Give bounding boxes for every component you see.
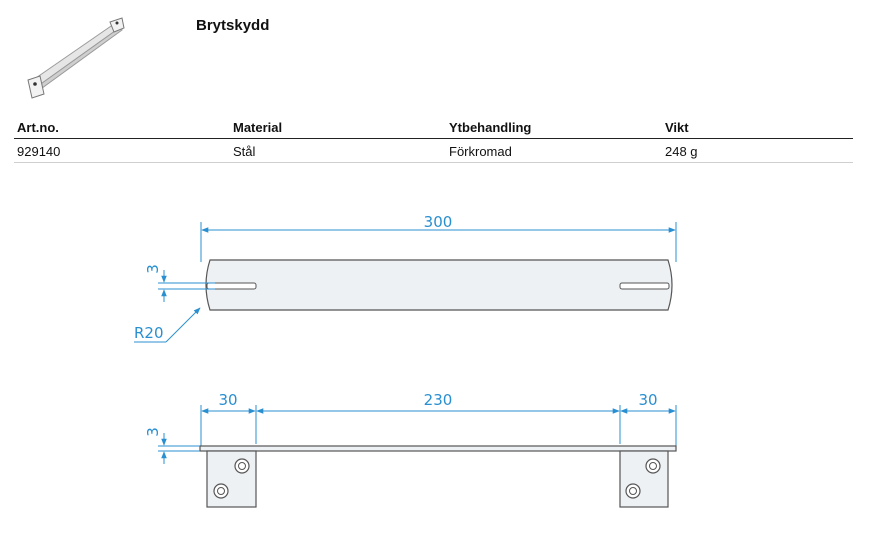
bracket-left: [206, 450, 257, 508]
cell-material: Stål: [230, 138, 446, 163]
dim-thickness-side: 3: [144, 427, 162, 437]
bolt-icon: [625, 483, 641, 499]
top-view: 300 3 R20: [134, 213, 677, 343]
dim-center-span: 230: [424, 391, 453, 409]
dim-left-bracket: 30: [218, 391, 237, 409]
bar-plate-side: [199, 445, 677, 452]
bar-guard-product-icon: [27, 17, 125, 99]
dim-overall-length: 300: [424, 213, 453, 231]
bolt-icon: [645, 458, 661, 474]
dim-radius: R20: [134, 324, 164, 342]
bracket-right: [619, 450, 669, 508]
bolt-icon: [234, 458, 250, 474]
dim-right-bracket: 30: [638, 391, 657, 409]
bar-plate-top: [205, 259, 673, 311]
dim-thickness-top: 3: [144, 264, 162, 274]
header-art-no: Art.no.: [14, 118, 230, 139]
header-surface: Ytbehandling: [446, 118, 662, 139]
header-material: Material: [230, 118, 446, 139]
slot-right: [619, 282, 670, 290]
table-row: 929140 Stål Förkromad 248 g: [14, 138, 853, 163]
cell-art-no: 929140: [14, 138, 230, 163]
table-header-row: Art.no. Material Ytbehandling Vikt: [14, 118, 853, 139]
product-thumbnail: [27, 17, 125, 99]
side-view: 30 230 30 3: [144, 391, 677, 508]
cell-weight: 248 g: [662, 138, 853, 163]
bolt-icon: [213, 483, 229, 499]
slot-left: [206, 282, 257, 290]
product-title: Brytskydd: [196, 17, 270, 34]
header-weight: Vikt: [662, 118, 853, 139]
cell-surface: Förkromad: [446, 138, 662, 163]
spec-table: Art.no. Material Ytbehandling Vikt 92914…: [14, 118, 853, 163]
